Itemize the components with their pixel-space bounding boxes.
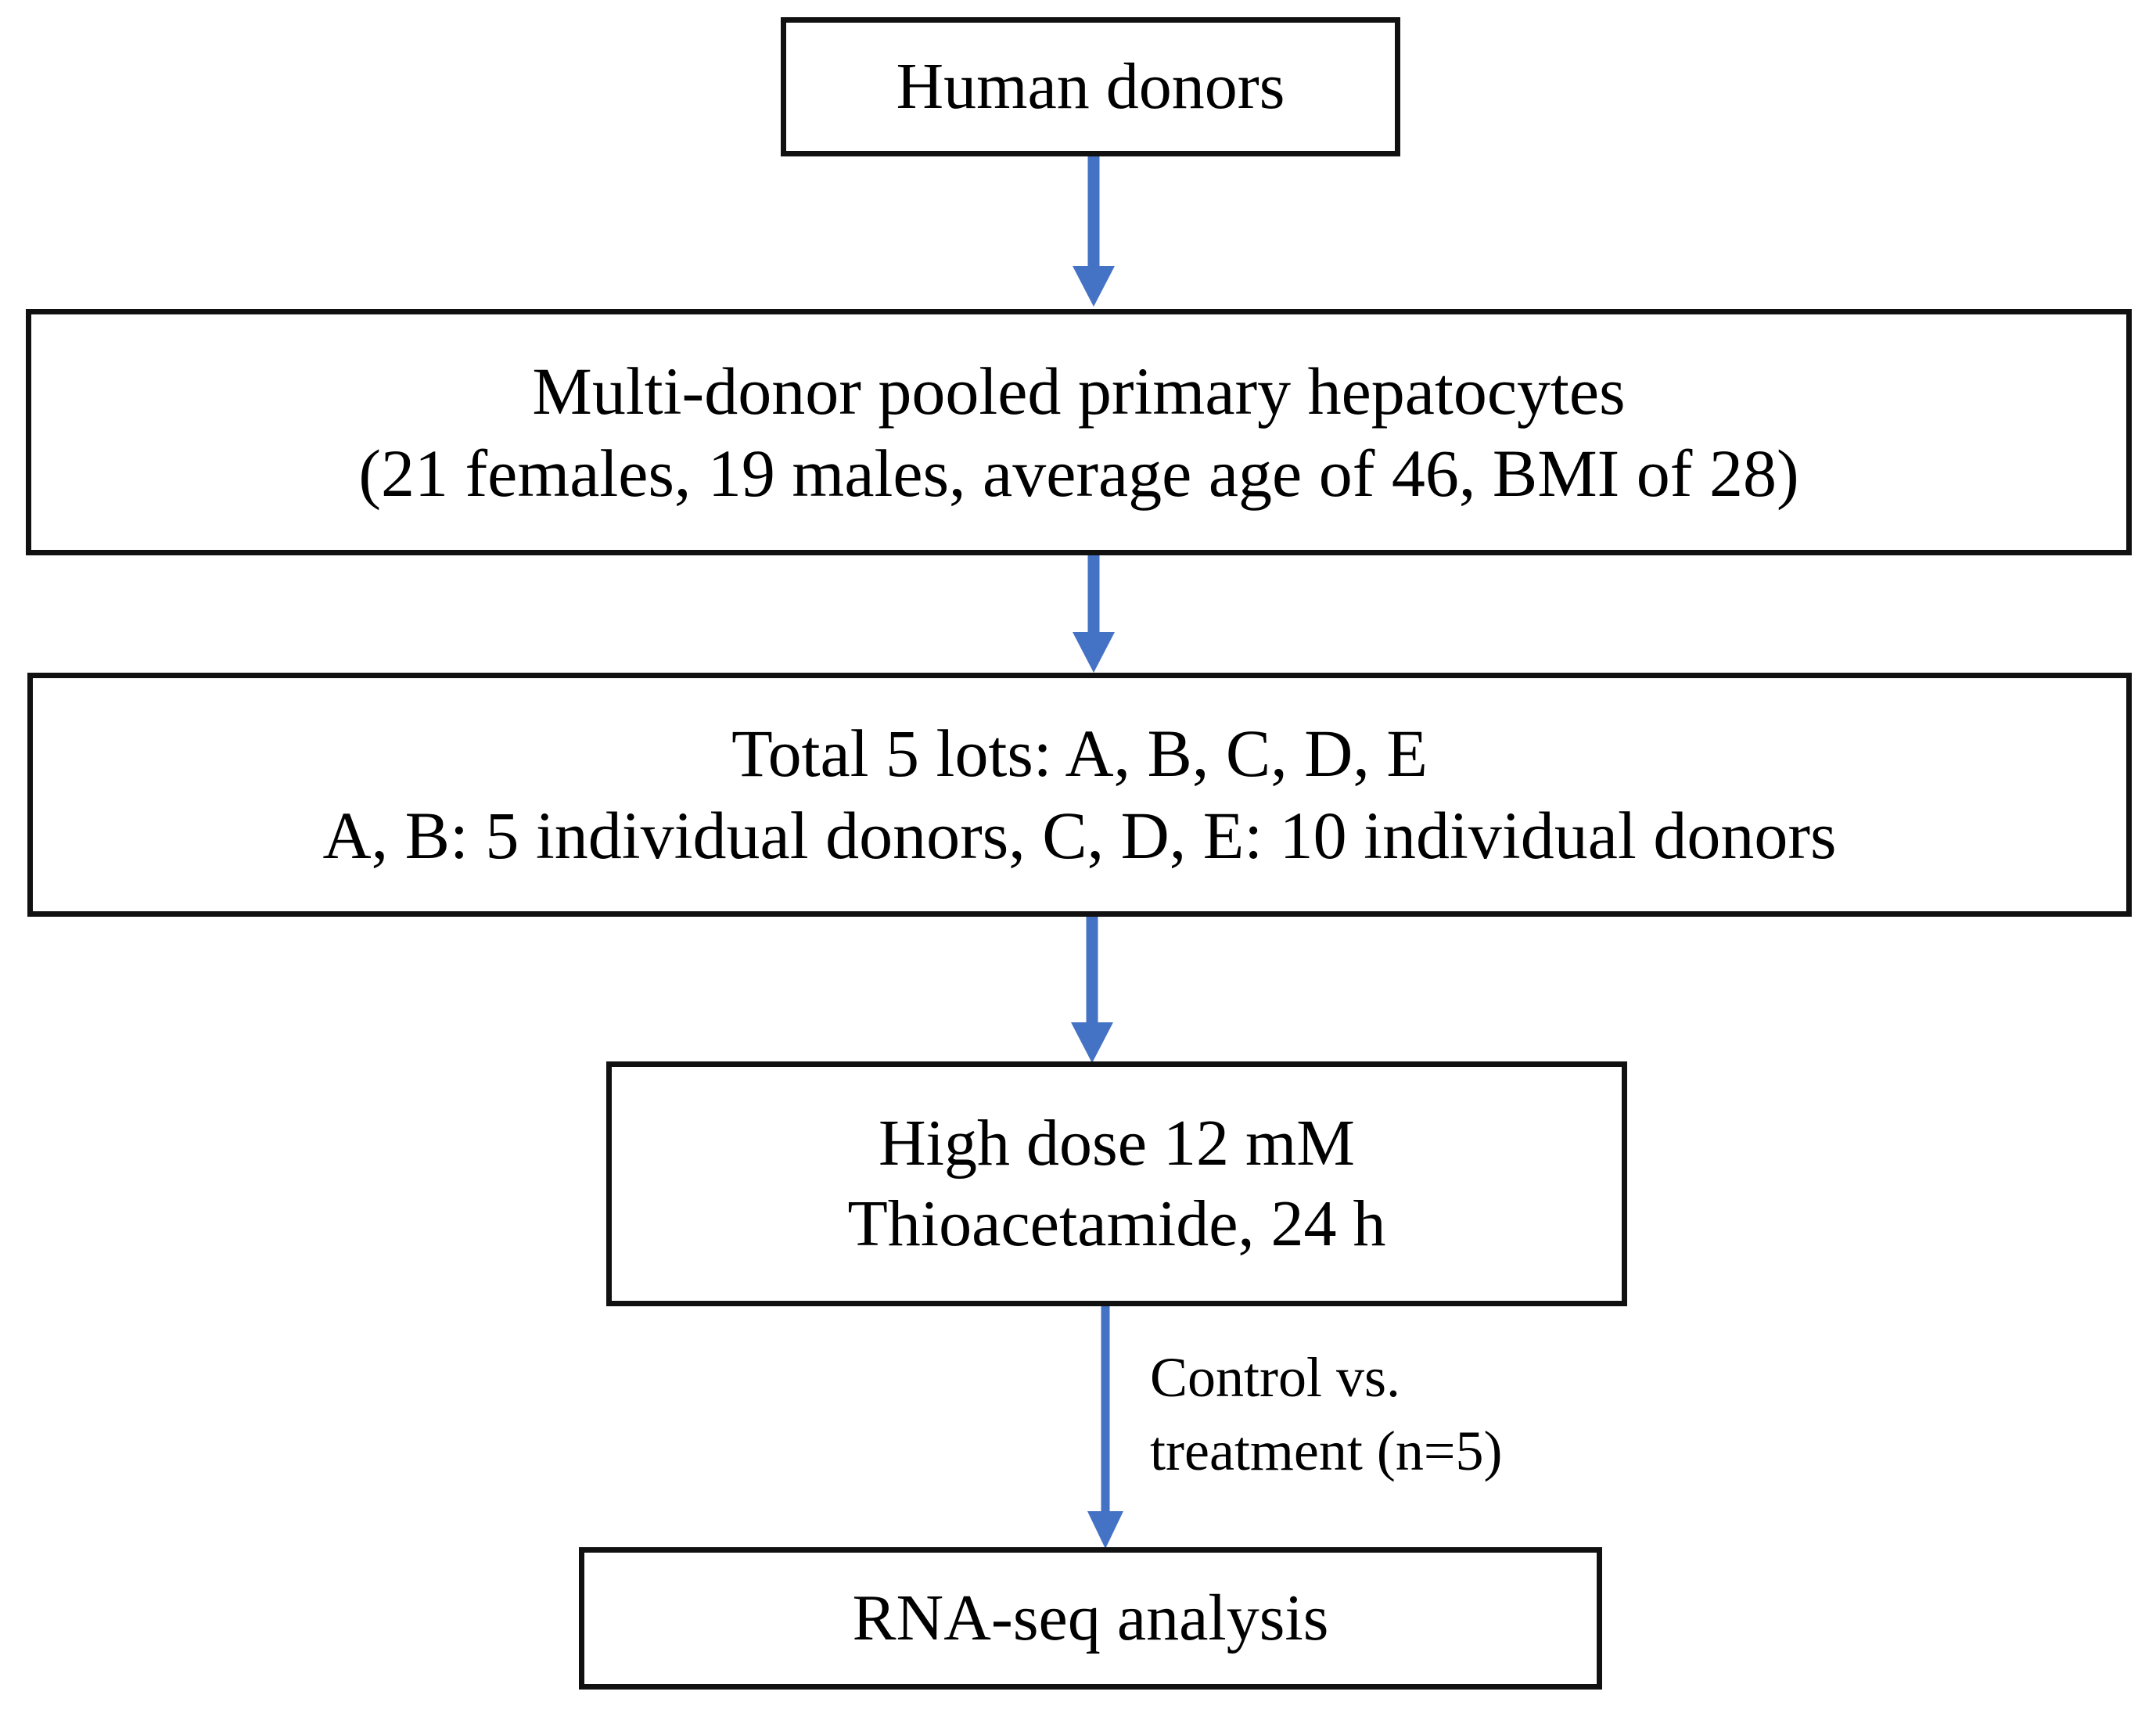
edge-label-line: Control vs. <box>1150 1346 1401 1409</box>
node-text-line: A, B: 5 individual donors, C, D, E: 10 i… <box>322 798 1837 873</box>
edge-label-line: treatment (n=5) <box>1150 1419 1503 1482</box>
arrow-human-donors-to-pooled-hepatocytes <box>1070 156 1117 310</box>
arrow-lots-to-dose <box>1069 917 1116 1065</box>
flow-node-dose: High dose 12 mM Thioacetamide, 24 h <box>606 1061 1627 1306</box>
flow-node-lots: Total 5 lots: A, B, C, D, E A, B: 5 indi… <box>27 673 2132 917</box>
node-text-line: Multi-donor pooled primary hepatocytes <box>532 353 1626 429</box>
node-text-line: High dose 12 mM <box>879 1107 1355 1180</box>
flow-node-pooled-hepatocytes: Multi-donor pooled primary hepatocytes (… <box>26 309 2132 555</box>
arrow-pooled-hepatocytes-to-lots <box>1070 555 1117 675</box>
edge-label-control-vs-treatment: Control vs. treatment (n=5) <box>1150 1341 1502 1488</box>
arrow-dose-to-rnaseq <box>1083 1306 1127 1550</box>
flow-node-rnaseq: RNA-seq analysis <box>579 1547 1602 1690</box>
node-text-line: Thioacetamide, 24 h <box>847 1187 1386 1260</box>
node-text-line: (21 females, 19 males, average age of 46… <box>358 435 1799 511</box>
node-text-line: Total 5 lots: A, B, C, D, E <box>731 716 1428 792</box>
node-text-line: RNA-seq analysis <box>852 1581 1329 1654</box>
flow-node-human-donors: Human donors <box>781 17 1400 156</box>
node-text-line: Human donors <box>896 49 1285 123</box>
